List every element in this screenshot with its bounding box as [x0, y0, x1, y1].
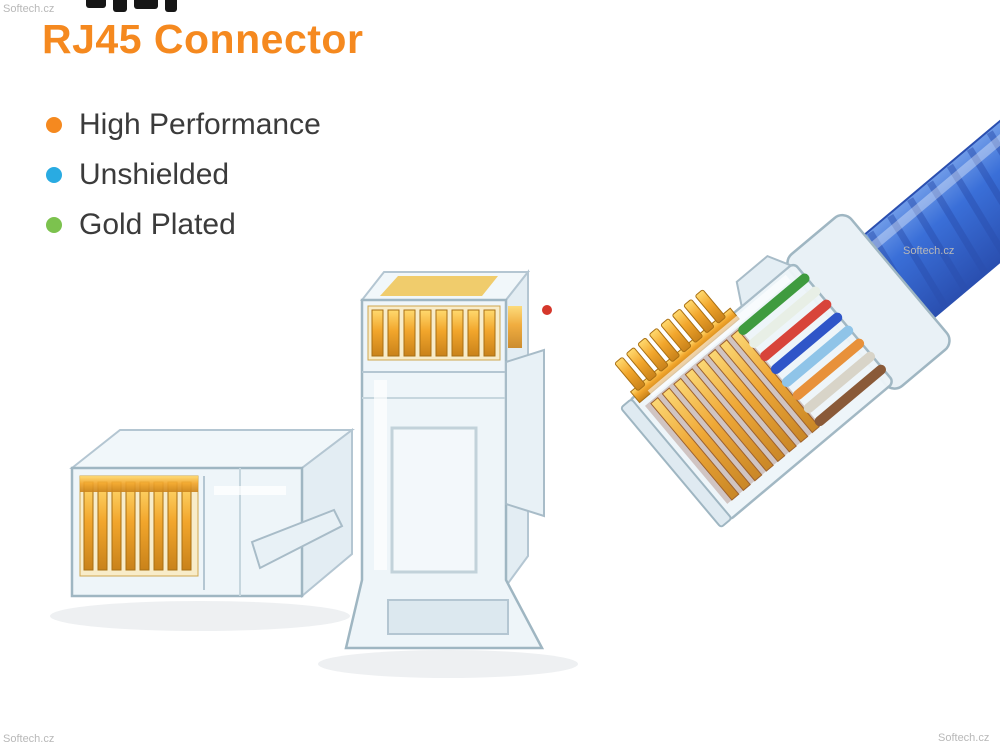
- feature-label: Gold Plated: [79, 208, 236, 241]
- feature-label: High Performance: [79, 108, 321, 141]
- connector-tip: [620, 399, 732, 528]
- rj45-connector-cable: [614, 0, 1000, 528]
- gold-pins: [650, 329, 820, 501]
- shadow: [50, 601, 350, 631]
- watermark: Softech.cz: [3, 733, 55, 745]
- gold-pins: [79, 475, 199, 577]
- rj45-connector-side: [69, 427, 355, 599]
- text-fragment-shape: [134, 0, 158, 9]
- watermark: Softech.cz: [3, 3, 55, 15]
- wire-bundle: [738, 273, 886, 427]
- feature-item-unshielded: Unshielded: [46, 150, 321, 200]
- feature-label: Unshielded: [79, 158, 230, 191]
- gold-pins: [367, 276, 522, 361]
- page-title: RJ45 Connector: [42, 16, 364, 62]
- text-fragment-shape: [86, 0, 106, 8]
- text-fragment-shape: [113, 0, 127, 12]
- watermark: Softech.cz: [903, 245, 955, 257]
- feature-item-high-performance: High Performance: [46, 100, 321, 150]
- red-mark: [542, 305, 552, 315]
- latch: [250, 508, 344, 570]
- bullet-icon: [46, 167, 62, 183]
- rj45-connector-upright: [344, 269, 552, 650]
- shadow: [318, 650, 578, 678]
- feature-list: High Performance Unshielded Gold Plated: [46, 100, 321, 250]
- latch: [505, 348, 545, 518]
- watermark: Softech.cz: [938, 732, 990, 744]
- text-fragment-shape: [165, 0, 177, 12]
- cropped-text-fragment: [86, 0, 177, 12]
- latch: [735, 254, 793, 309]
- bullet-icon: [46, 217, 62, 233]
- gold-contact-comb: [614, 289, 740, 404]
- bullet-icon: [46, 117, 62, 133]
- feature-item-gold-plated: Gold Plated: [46, 200, 321, 250]
